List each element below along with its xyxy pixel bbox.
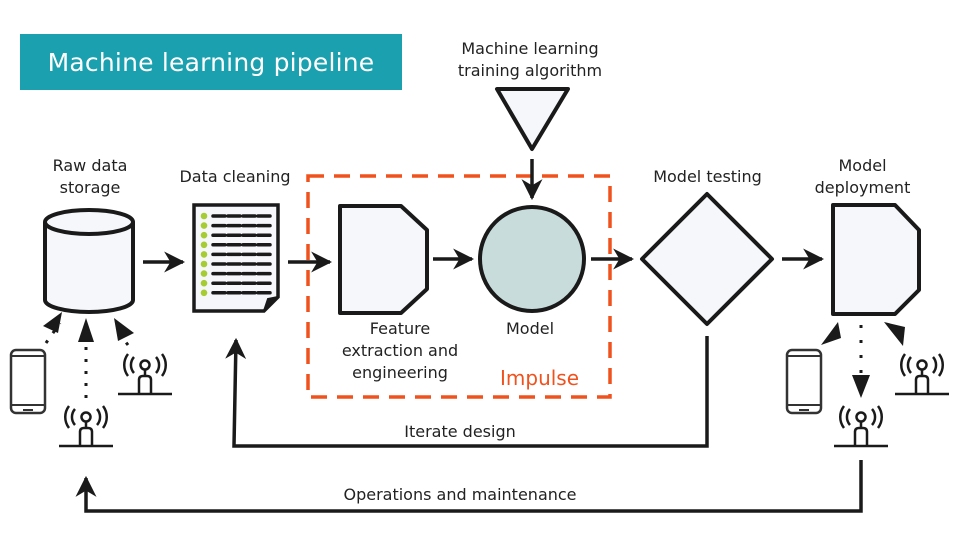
model-deployment-shape[interactable] xyxy=(831,203,921,316)
operations-label: Operations and maintenance xyxy=(343,485,577,504)
operations-loop-arrow[interactable] xyxy=(75,460,863,513)
source-antenna-icon xyxy=(118,353,172,396)
arrow-head xyxy=(78,318,94,342)
arrow-head xyxy=(114,318,134,341)
raw-data-label-line1: Raw data xyxy=(52,156,128,175)
raw-data-cylinder[interactable] xyxy=(43,208,135,314)
raw-data-label: Raw data storage xyxy=(30,155,150,199)
data-cleaning-document[interactable] xyxy=(192,203,280,313)
model-circle[interactable] xyxy=(478,205,586,313)
raw-data-label-line2: storage xyxy=(59,178,121,197)
algorithm-label-line1: Machine learning xyxy=(461,39,599,58)
iterate-design-loop-arrow[interactable] xyxy=(225,336,709,448)
arrow-head xyxy=(821,322,841,345)
check-icon xyxy=(200,212,208,220)
check-icon xyxy=(200,231,208,239)
impulse-label: Impulse xyxy=(500,366,580,390)
testing-label: Model testing xyxy=(653,167,762,186)
deployment-label-line2: deployment xyxy=(814,178,911,197)
feature-label-line3: engineering xyxy=(352,363,448,382)
check-icon xyxy=(200,241,208,249)
check-icon xyxy=(200,260,208,268)
check-icon xyxy=(200,279,208,287)
algorithm-label-line2: training algorithm xyxy=(457,61,603,80)
feature-extraction-shape[interactable] xyxy=(338,204,429,315)
algorithm-triangle[interactable] xyxy=(495,87,570,151)
arrow-phone-to-storage xyxy=(44,322,62,344)
source-phone-icon xyxy=(9,348,47,415)
feature-label: Feature extraction and engineering xyxy=(330,318,470,384)
algorithm-label: Machine learning training algorithm xyxy=(430,38,630,82)
target-phone-icon xyxy=(785,348,823,415)
check-icon xyxy=(200,289,208,297)
arrow-head xyxy=(884,322,905,346)
iterate-design-label: Iterate design xyxy=(404,422,516,441)
arrow-head xyxy=(852,375,870,398)
arrow-head xyxy=(43,312,62,333)
check-icon xyxy=(200,251,208,258)
model-testing-diamond[interactable] xyxy=(640,192,774,326)
target-antenna-icon xyxy=(834,405,888,448)
model-label: Model xyxy=(505,319,555,338)
check-icon xyxy=(200,222,208,229)
target-antenna-icon xyxy=(895,353,949,396)
check-icon xyxy=(200,270,208,277)
source-antenna-icon xyxy=(59,405,113,448)
deployment-label: Model deployment xyxy=(800,155,925,199)
feature-label-line1: Feature xyxy=(369,319,431,338)
feature-label-line2: extraction and xyxy=(341,341,459,360)
diagram-title: Machine learning pipeline xyxy=(20,34,402,90)
deployment-label-line1: Model xyxy=(838,156,887,175)
cleaning-label: Data cleaning xyxy=(179,167,291,186)
